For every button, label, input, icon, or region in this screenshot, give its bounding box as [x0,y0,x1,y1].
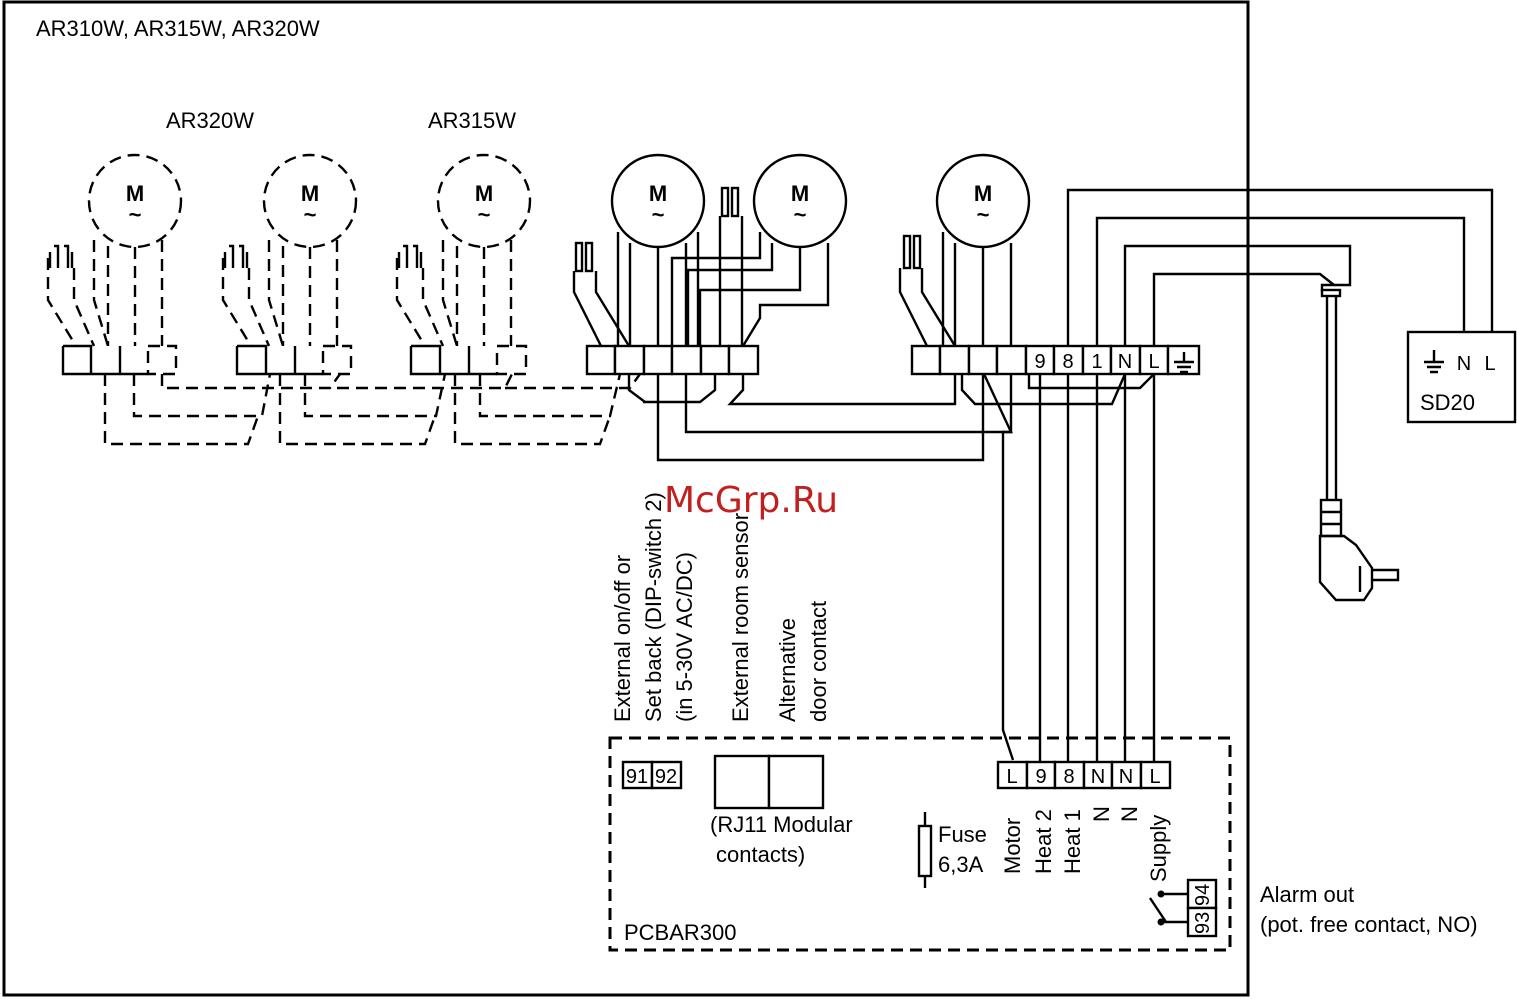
terminal-label-heat1: Heat 1 [1060,809,1085,874]
diagram-title: AR310W, AR315W, AR320W [36,16,320,41]
terminal-92: 92 [655,766,677,788]
rj11-label-1: (RJ11 Modular [710,812,853,837]
ext-onoff-label-2: Set back (DIP-switch 2) [641,492,666,722]
motor-glyphs: M ~ M ~ M ~ M ~ M ~ M ~ [126,181,992,227]
optional-terminals-1 [61,344,178,376]
fuse-label-1: Fuse [938,822,987,847]
main-terminal-l: L [1148,351,1159,373]
motor-tilde-label: ~ [304,202,317,227]
pcb-terminal-8: 8 [1063,766,1074,788]
terminal-label-supply: Supply [1146,815,1171,882]
motor-tilde-label: ~ [652,202,665,227]
optional-unit-2 [221,153,358,347]
main-terminal-1: 1 [1091,351,1102,373]
fuse-label-2: 6,3A [938,852,984,877]
rj11-socket [713,754,771,810]
sd20-label: SD20 [1420,390,1475,415]
motor-m-label: M [301,181,319,206]
motor-unit-b [670,153,848,347]
motor-tilde-label: ~ [129,202,142,227]
dashed-bus [103,373,641,446]
motor-m-label: M [475,181,493,206]
model-label-ar315w: AR315W [428,108,516,133]
optional-unit-3 [395,153,532,347]
motor-tilde-label: ~ [478,202,491,227]
power-plug-icon [1318,288,1400,602]
main-terminal-8: 8 [1062,351,1073,373]
earth-ground-icon [1174,352,1194,374]
main-terminal-9: 9 [1034,351,1045,373]
motor-tilde-label: ~ [977,202,990,227]
sd20-n-label: N [1457,353,1471,375]
terminal-label-heat2: Heat 2 [1031,809,1056,874]
motor-m-label: M [649,181,667,206]
motor-icon [436,153,532,249]
terminal-93: 93 [1192,912,1214,934]
sd20-box: N L SD20 [1406,330,1517,424]
alarm-relay-contact [1149,878,1218,938]
sd20-feed-wires [1066,188,1494,346]
rj11-label-2: contacts) [716,842,805,867]
model-label-ar320w: AR320W [166,108,254,133]
control-labels: External on/off or Set back (DIP-switch … [610,492,831,722]
terminal-91: 91 [626,766,648,788]
terminal-block-main: 9 8 1 N L [910,344,1201,376]
pcb-outline [608,736,1232,952]
pcb-terminal-l: L [1149,766,1160,788]
motor-unit-c [898,153,1031,347]
alarm-label-2: (pot. free contact, NO) [1260,912,1478,937]
motor-tilde-label: ~ [794,202,807,227]
terminal-block-middle [585,344,760,376]
pcb-board: 91 92 (RJ11 Modular contacts) Fuse 6,3A … [608,736,1232,952]
ext-onoff-label-1: External on/off or [610,555,635,722]
interconnect-wires [627,373,1156,762]
pcb-terminal-n: N [1119,766,1133,788]
rj11-socket [767,754,825,810]
door-contact-label-1: Alternative [775,618,800,722]
terminal-label-n: N [1117,806,1142,822]
pcb-terminal-l: L [1006,766,1017,788]
motor-icon [87,153,183,249]
terminal-label-n: N [1089,806,1114,822]
alarm-label-1: Alarm out [1260,882,1354,907]
ext-onoff-label-3: (in 5-30V AC/DC) [672,552,697,722]
motor-m-label: M [126,181,144,206]
pcb-terminal-n: N [1091,766,1105,788]
pcb-terminal-9: 9 [1035,766,1046,788]
motor-icon [262,153,358,249]
sd20-l-label: L [1484,353,1495,375]
terminal-94: 94 [1192,884,1214,906]
motor-m-label: M [974,181,992,206]
watermark: McGrp.Ru [664,480,838,521]
terminal-label-motor: Motor [1000,818,1025,874]
motor-m-label: M [791,181,809,206]
main-terminal-n: N [1118,351,1132,373]
pcb-name: PCBAR300 [624,920,737,945]
motor-unit-a [572,153,706,347]
outer-frame [2,0,1250,997]
room-sensor-label: External room sensor [728,513,753,722]
fuse-icon [917,812,933,888]
door-contact-label-2: door contact [806,601,831,722]
optional-unit-1 [46,153,183,347]
optional-terminals-2 [235,344,353,376]
optional-terminals-3 [409,344,528,376]
earth-ground-icon [1424,350,1444,374]
